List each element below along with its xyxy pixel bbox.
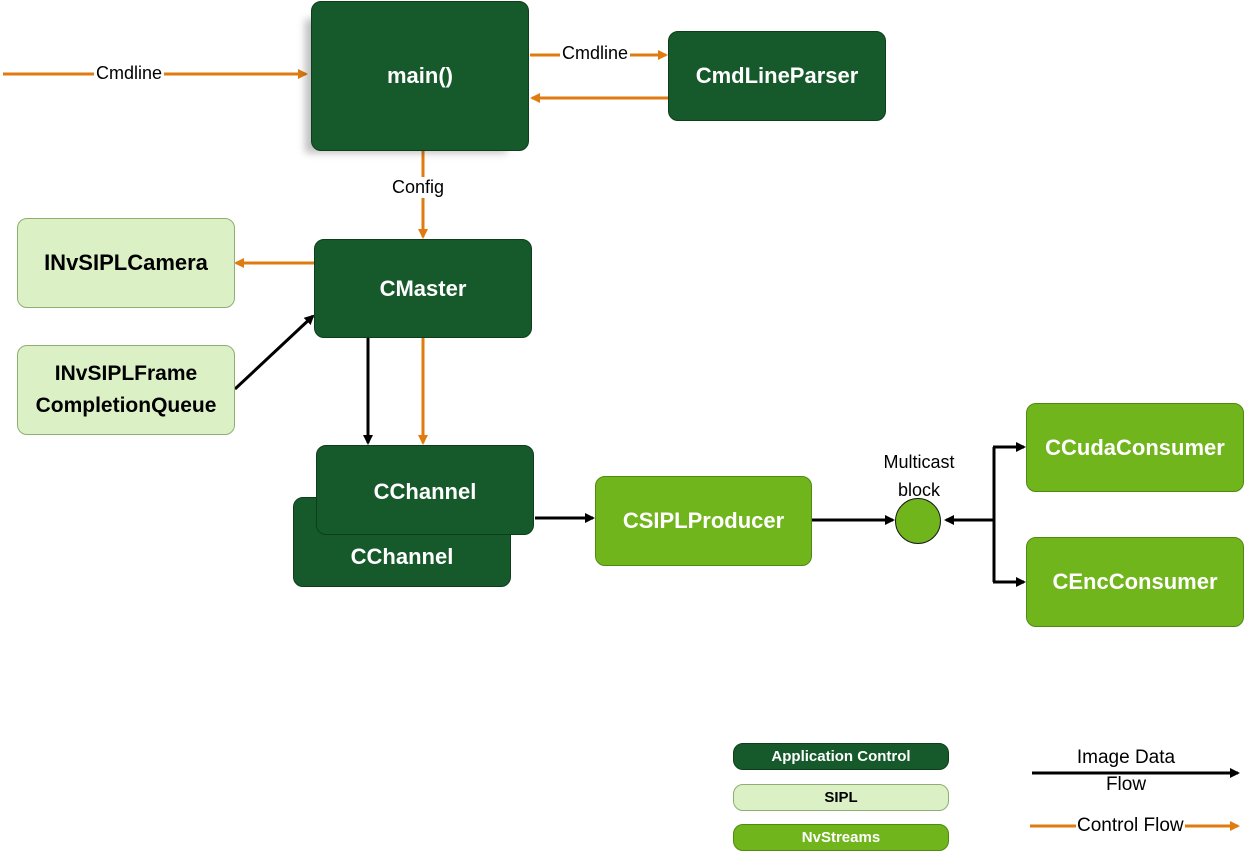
multicast-label-line1: Multicast <box>883 452 955 472</box>
node-cchannel-front-label: CChannel <box>373 479 477 504</box>
node-frame-queue-line2: CompletionQueue <box>35 394 217 417</box>
node-main[interactable]: main() <box>311 1 529 151</box>
legend-application-control: Application Control <box>733 743 949 770</box>
node-cchannel-back-label: CChannel <box>350 544 454 569</box>
legend-nvstreams: NvStreams <box>733 824 949 851</box>
label-cmdline-to-parser: Cmdline <box>560 43 631 64</box>
legend-image-data-line2: Flow <box>1105 774 1147 795</box>
node-cmdline-parser[interactable]: CmdLineParser <box>668 31 886 121</box>
node-sipl-producer[interactable]: CSIPLProducer <box>595 476 812 566</box>
label-config: Config <box>390 177 447 198</box>
arrow-queue-to-cmaster <box>233 314 315 391</box>
multicast-block-node[interactable] <box>895 498 941 544</box>
legend-sipl: SIPL <box>733 784 949 811</box>
legend-control-flow-label: Control Flow <box>1076 815 1185 837</box>
legend-image-data-flow-label: Image Data Flow <box>1066 744 1186 798</box>
node-cuda-consumer[interactable]: CCudaConsumer <box>1026 403 1244 492</box>
label-cmdline-in: Cmdline <box>94 63 165 84</box>
node-enc-consumer[interactable]: CEncConsumer <box>1026 537 1244 627</box>
multicast-label-line2: block <box>897 480 941 500</box>
node-cchannel-front[interactable]: CChannel <box>316 445 534 535</box>
node-camera[interactable]: INvSIPLCamera <box>17 218 235 308</box>
node-frame-completion-queue[interactable]: INvSIPLFrame CompletionQueue <box>17 345 235 435</box>
multicast-label: Multicast block <box>866 448 972 504</box>
node-frame-queue-line1: INvSIPLFrame <box>54 362 198 385</box>
node-cmaster[interactable]: CMaster <box>314 239 532 338</box>
legend-image-data-line1: Image Data <box>1076 747 1176 768</box>
